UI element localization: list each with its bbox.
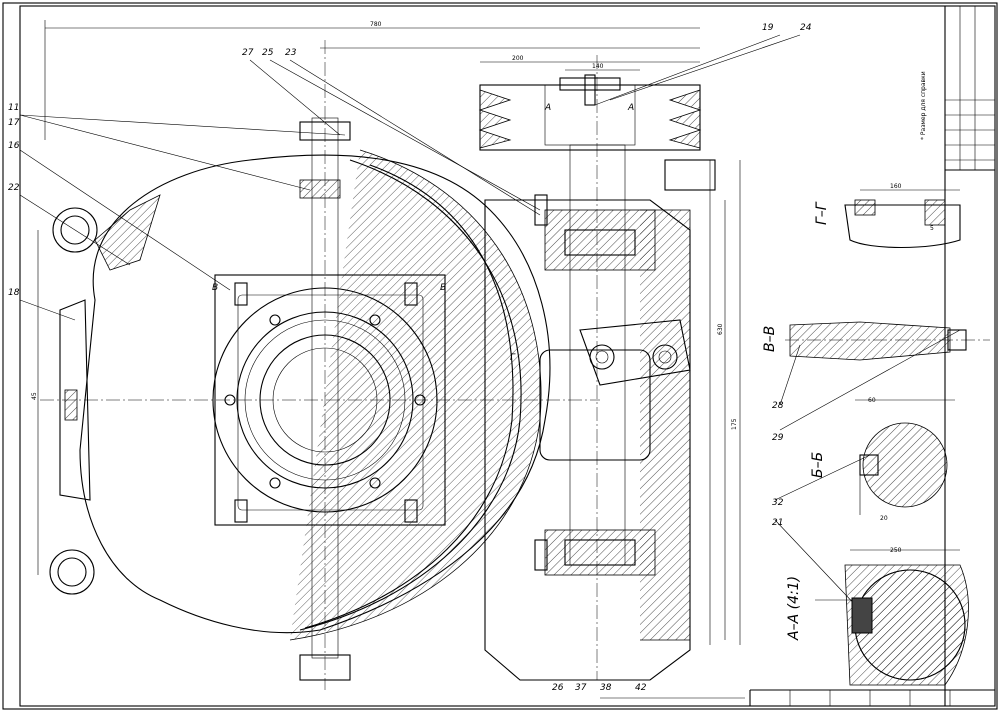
section-g-g [844, 189, 961, 248]
section-b-b [855, 399, 955, 515]
dim-630: 630 [717, 323, 724, 335]
callout-24: 24 [800, 23, 812, 33]
right-dimensions [37, 160, 741, 645]
callout-42: 42 [635, 683, 647, 693]
callout-28: 28 [772, 401, 784, 411]
marker-a-right: А [627, 103, 634, 113]
callout-38: 38 [600, 683, 612, 693]
callout-26: 26 [552, 683, 564, 693]
section-v-v [785, 321, 990, 361]
top-dimensions: 780 [44, 20, 700, 140]
callout-27: 27 [242, 48, 254, 58]
dim-60: 60 [868, 397, 876, 404]
callout-16: 16 [8, 141, 20, 151]
callout-29: 29 [772, 433, 784, 443]
callout-32: 32 [772, 498, 784, 508]
dim-5: 5 [930, 225, 934, 232]
dim-200: 200 [512, 55, 524, 62]
callout-18: 18 [8, 288, 20, 298]
dim-250: 250 [890, 547, 902, 554]
callout-19: 19 [762, 23, 774, 33]
callout-17: 17 [8, 118, 20, 128]
dim-45: 45 [31, 392, 38, 400]
vertical-rib [234, 117, 418, 681]
callout-25: 25 [262, 48, 274, 58]
centerlines [40, 40, 600, 690]
marker-v: В [212, 283, 218, 293]
dim-160: 160 [890, 183, 902, 190]
lifting-eyes [49, 194, 161, 595]
callout-23: 23 [285, 48, 297, 58]
section-label-v: В–В [762, 326, 778, 352]
marker-g: Г [510, 353, 516, 363]
svg-text:780: 780 [370, 21, 382, 28]
bottom-title-strip [600, 689, 995, 706]
reference-note: * Размер для справки [920, 71, 927, 140]
callout-21: 21 [772, 518, 783, 528]
callout-22: 22 [8, 183, 20, 193]
section-a-a [815, 549, 969, 686]
callout-11: 11 [8, 103, 19, 113]
section-label-a: А–А (4:1) [786, 576, 802, 641]
section-label-b: Б–Б [810, 452, 826, 478]
dim-175: 175 [731, 418, 738, 430]
frame-border [19, 5, 996, 707]
dim-140: 140 [592, 63, 604, 70]
section-label-g: Г–Г [814, 201, 830, 225]
marker-b: Б [440, 283, 446, 293]
v-belt-pulley [478, 74, 702, 151]
callout-37: 37 [575, 683, 587, 693]
dim-20: 20 [880, 515, 888, 522]
worm-shaft-assembly [484, 144, 716, 681]
marker-a-left: А [544, 103, 551, 113]
